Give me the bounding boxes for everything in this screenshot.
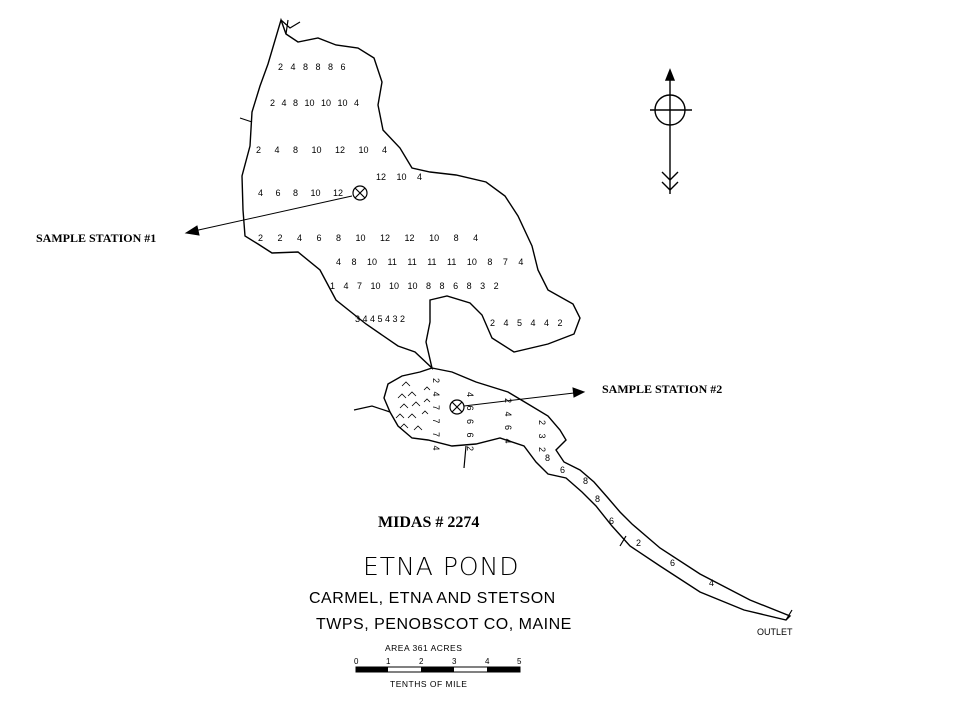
midas-id: MIDAS # 2274 — [378, 514, 480, 531]
scale-tick-3: 3 — [452, 657, 457, 666]
scale-unit-label: TENTHS OF MILE — [390, 679, 468, 689]
north-arrow-icon — [650, 68, 692, 194]
outlet-label: OUTLET — [757, 627, 793, 637]
outlet-depth-7: 6 — [670, 558, 675, 568]
depth-row-2: 2 4 8 10 10 10 4 — [270, 98, 359, 108]
map-title: ETNA POND — [363, 552, 520, 581]
inlet-stream-north — [280, 19, 301, 35]
depth-col-3: 2 4 6 4 — [503, 398, 513, 447]
sample-station-1-label: SAMPLE STATION #1 — [36, 231, 157, 245]
outlet-depth-5: 6 — [609, 516, 614, 526]
sample-station-2-label: SAMPLE STATION #2 — [602, 382, 723, 396]
scale-bar: 0 1 2 3 4 5 — [354, 657, 522, 673]
stream-west-inlet — [353, 405, 391, 413]
depth-soundings-south: 2 4 7 7 7 4 4 6 6 6 2 2 4 6 4 2 3 2 — [431, 378, 547, 455]
area-label: AREA 361 ACRES — [385, 643, 463, 653]
outlet-depth-6: 2 — [636, 538, 641, 548]
depth-row-5: 12 10 4 — [376, 172, 422, 182]
depth-row-6: 2 2 4 6 8 10 12 12 10 8 4 — [258, 233, 478, 243]
depth-row-8: 1 4 7 10 10 10 8 8 6 8 3 2 — [330, 281, 499, 291]
sample-station-1-marker — [352, 185, 368, 201]
outlet-depth-1: 8 — [545, 453, 550, 463]
station-2-arrow — [463, 387, 586, 407]
shoreline-south — [383, 367, 792, 621]
depth-row-1: 2 4 8 8 8 6 — [278, 62, 346, 72]
outlet-depth-8: 4 — [709, 578, 714, 588]
sample-station-2-marker — [449, 399, 465, 415]
depth-col-4: 2 3 2 — [537, 420, 547, 455]
depth-row-4: 4 6 8 10 12 — [258, 188, 343, 198]
outlet-depth-4: 8 — [595, 494, 600, 504]
depth-row-9: 3 4 4 5 4 3 2 — [355, 314, 405, 324]
depth-col-1: 2 4 7 7 7 4 — [431, 378, 441, 454]
outlet-stream — [619, 535, 793, 621]
scale-tick-5: 5 — [517, 657, 522, 666]
scale-tick-2: 2 — [419, 657, 424, 666]
outlet-depth-3: 8 — [583, 476, 588, 486]
marsh-symbols — [395, 381, 431, 431]
station-1-arrow — [184, 195, 353, 236]
depth-row-7: 4 8 10 11 11 11 11 10 8 7 4 — [336, 257, 523, 267]
shoreline-north — [241, 17, 581, 371]
map-subtitle-1: CARMEL, ETNA AND STETSON — [309, 590, 556, 607]
depth-soundings-north: 2 4 8 8 8 6 2 4 8 10 10 10 4 2 4 8 10 12… — [256, 62, 563, 328]
depth-soundings-outlet: 8 6 8 8 6 2 6 4 — [545, 453, 714, 588]
outlet-depth-2: 6 — [560, 465, 565, 475]
depth-row-3: 2 4 8 10 12 10 4 — [256, 145, 387, 155]
shore-tick-west — [239, 117, 253, 123]
scale-tick-1: 1 — [386, 657, 391, 666]
depth-row-10: 2 4 5 4 4 2 — [490, 318, 563, 328]
scale-tick-4: 4 — [485, 657, 490, 666]
scale-tick-0: 0 — [354, 657, 359, 666]
stream-south-inlet — [463, 445, 467, 469]
map-subtitle-2: TWPS, PENOBSCOT CO, MAINE — [316, 616, 572, 633]
depth-col-2: 4 6 6 6 2 — [465, 392, 475, 454]
